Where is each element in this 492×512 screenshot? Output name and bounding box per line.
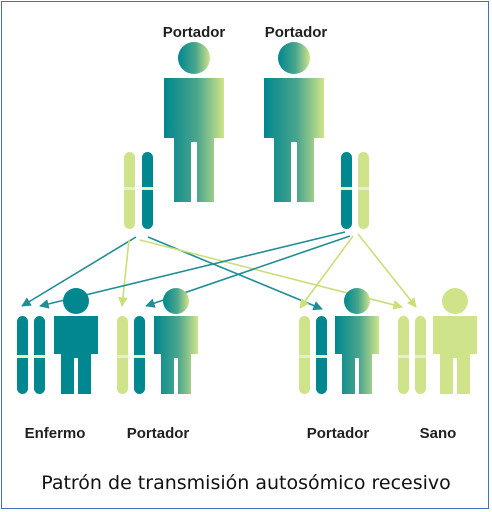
arrow-right-green-to-portador-2 (299, 235, 354, 309)
chromosome-icon (142, 152, 153, 229)
child-portador-2 (299, 288, 379, 394)
chromosome-pair-parent-right (341, 152, 369, 229)
chromosome-pair-sano (398, 316, 426, 394)
chromosome-pair-parent-left (124, 152, 153, 229)
person-silhouette-icon (154, 288, 198, 394)
chromosome-icon (358, 152, 369, 229)
label-parent-right: Portador (264, 24, 328, 41)
diagram-caption: Patrón de transmisión autosómico recesiv… (41, 472, 451, 494)
person-silhouette-icon (164, 42, 224, 202)
chromosome-pair-enfermo (17, 316, 45, 394)
person-silhouette-icon (335, 288, 379, 394)
parent-left (124, 42, 224, 229)
label-child-sano: Sano (419, 425, 457, 442)
child-sano (398, 288, 477, 394)
chromosome-icon (124, 152, 135, 229)
arrow-left-teal-to-enfermo (21, 236, 137, 307)
arrow-right-teal-to-enfermo (39, 231, 346, 309)
chromosome-pair-portador-2 (299, 316, 327, 394)
label-child-portador-2: Portador (306, 425, 370, 442)
child-portador-1 (117, 288, 198, 394)
person-silhouette-icon (264, 42, 324, 202)
parent-right (264, 42, 369, 229)
chromosome-icon (341, 152, 352, 229)
person-silhouette-icon (54, 288, 98, 394)
label-child-portador-1: Portador (126, 425, 190, 442)
child-enfermo (17, 288, 98, 394)
arrow-left-green-to-portador-1 (118, 239, 130, 307)
arrow-right-green-to-sano (357, 233, 417, 308)
label-child-enfermo: Enfermo (24, 425, 86, 442)
label-parent-left: Portador (162, 24, 226, 41)
person-silhouette-icon (433, 288, 477, 394)
chromosome-pair-portador-1 (117, 316, 145, 394)
